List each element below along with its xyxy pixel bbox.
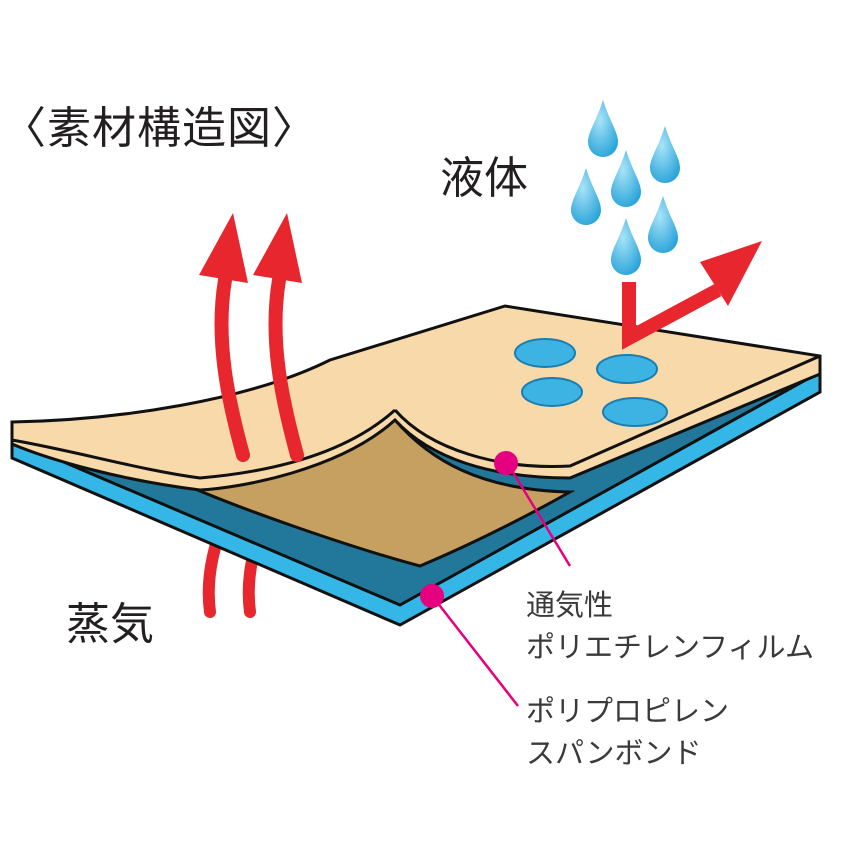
steam-label: 蒸気 <box>66 599 154 650</box>
liquid-droplets <box>571 100 680 275</box>
water-beads <box>514 338 668 427</box>
diagram-title: 〈素材構造図〉 <box>2 103 317 154</box>
film-leader <box>494 451 572 567</box>
film-label-line2: ポリエチレンフィルム <box>526 630 814 664</box>
steam-arrows-upper <box>199 213 304 462</box>
spunbond-leader <box>420 584 519 707</box>
film-label-line1: 通気性 <box>526 588 614 622</box>
liquid-label: 液体 <box>440 153 528 204</box>
spunbond-label-line2: スパンボンド <box>526 736 702 770</box>
repel-arrow <box>622 241 762 350</box>
spunbond-label-line1: ポリプロピレン <box>526 694 730 728</box>
polyethylene-film-layer <box>10 304 822 492</box>
